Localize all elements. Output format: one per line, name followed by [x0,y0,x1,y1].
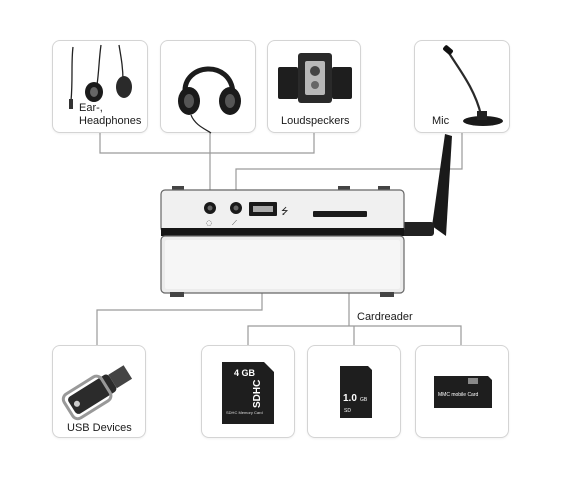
loudspeakers-label: Loudspeckers [281,115,350,127]
svg-text:SD: SD [344,408,351,414]
usb-stick-icon [61,365,133,421]
loudspeakers-card: Loudspeckers [267,40,361,133]
mmc-card-card: MMC mobile Card [415,345,509,438]
svg-text:⟋: ⟋ [232,219,237,227]
earphones-card: Ear-, Headphones [52,40,148,133]
sd-card-icon: 4 GB SDHC SDHC Memory Card [222,362,274,424]
mic-card: Mic [414,40,510,133]
sd-brand: SDHC Memory Card [226,410,263,415]
microphone-icon [443,45,503,126]
mini-sd-capacity: 1.0 [343,393,357,404]
mic-label: Mic [432,115,450,127]
earphones-icon [69,44,132,109]
loudspeakers-icon [278,53,352,103]
cardreader-label: Cardreader [357,311,413,323]
mini-sd-unit: GB [360,397,368,403]
svg-text:◌: ◌ [206,219,212,227]
sd-type: SDHC [252,380,263,408]
mmc-card-icon: MMC mobile Card [434,376,492,408]
usb-devices-label: USB Devices [67,422,132,434]
mini-sd-card: 1.0 GB SD [307,345,401,438]
sd-capacity: 4 GB [234,368,256,378]
audio-bus-line [99,133,315,154]
mic-jack-line [235,133,463,198]
headphones-card [160,40,256,134]
mini-sd-icon: 1.0 GB SD [340,366,372,418]
sd-card-card: 4 GB SDHC SDHC Memory Card [201,345,295,438]
mmc-text: MMC mobile Card [438,392,479,398]
usb-devices-card: USB Devices [52,345,146,438]
antenna-icon [432,134,452,236]
card-slot [313,211,367,217]
earphones-label: Ear-, Headphones [79,102,142,127]
headphones-icon [178,66,241,134]
usb-symbol: ⭍ [281,206,289,217]
